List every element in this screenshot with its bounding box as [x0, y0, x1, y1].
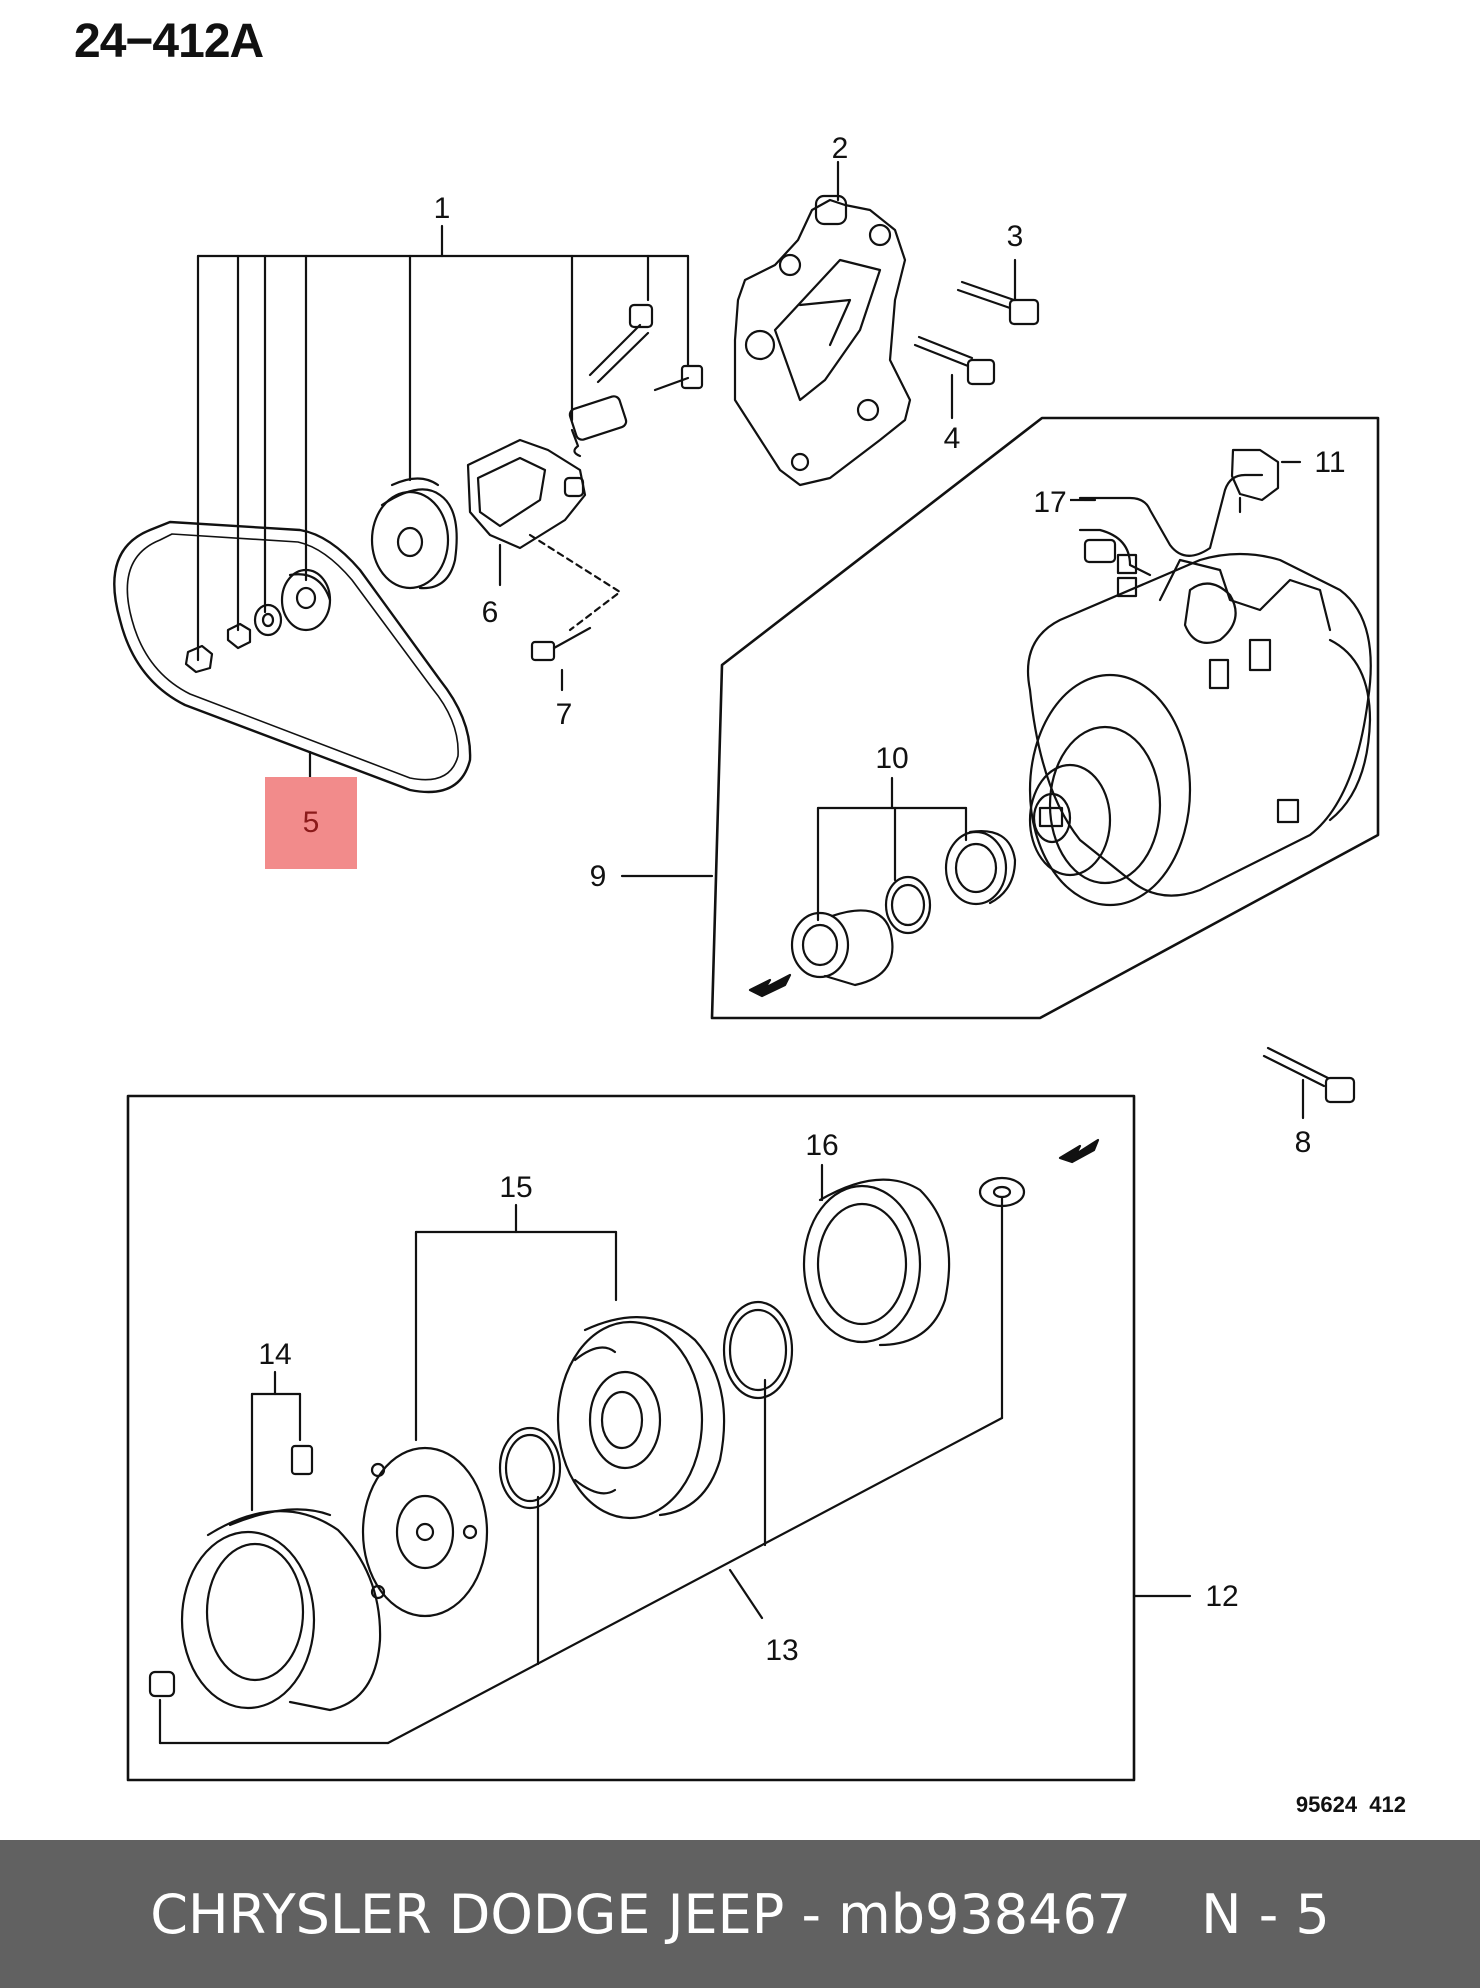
callout-9[interactable]: 9 [590, 860, 607, 893]
callout-1-leader [196, 224, 690, 662]
bolt-7 [530, 626, 592, 692]
bolt-8 [1262, 1046, 1356, 1120]
footer-bar: CHRYSLER DODGE JEEP - mb938467 N - 5 [0, 1840, 1480, 1988]
compressor-bracket [733, 160, 912, 487]
compressor-panel [620, 416, 1380, 1020]
belt-hardware [184, 568, 332, 674]
callout-2[interactable]: 2 [832, 132, 849, 165]
callout-8[interactable]: 8 [1295, 1126, 1312, 1159]
callout-15-leader [414, 1203, 618, 1442]
snap-ring-small [498, 1426, 562, 1510]
callout-3[interactable]: 3 [1007, 220, 1024, 253]
clutch-coil-housing [802, 1178, 951, 1347]
bolt-4 [913, 335, 996, 420]
footer-brand-part-number: CHRYSLER DODGE JEEP - mb938467 [150, 1882, 1132, 1946]
callout-10[interactable]: 10 [875, 742, 908, 775]
callout-1[interactable]: 1 [434, 192, 451, 225]
armature-plate [361, 1446, 489, 1618]
footer-page-label: N - 5 [1201, 1882, 1330, 1946]
callout-15[interactable]: 15 [499, 1171, 532, 1204]
clutch-panel [126, 1094, 1192, 1782]
rotor-pulley [556, 1316, 726, 1520]
highlight-box-part-5 [265, 777, 357, 869]
callout-14[interactable]: 14 [258, 1338, 291, 1371]
callout-13[interactable]: 13 [765, 1634, 798, 1667]
idler-pulley [370, 477, 458, 590]
v-belt [113, 520, 472, 794]
direction-arrow-lower [1058, 1138, 1100, 1164]
callout-11[interactable]: 11 [1314, 446, 1345, 479]
bolt-3 [956, 258, 1040, 326]
tensioner-bolt [568, 395, 628, 458]
direction-arrow-upper [748, 973, 792, 998]
diagram-reference-code: 95624 412 [1295, 1792, 1406, 1817]
callout-4[interactable]: 4 [944, 422, 961, 455]
top-bolts [588, 303, 704, 392]
callout-7[interactable]: 7 [556, 698, 573, 731]
callout-17[interactable]: 17 [1033, 486, 1066, 519]
callout-6[interactable]: 6 [482, 596, 499, 629]
parts-diagram: 5 1 2 3 4 6 7 8 9 10 11 12 13 14 15 16 1… [113, 132, 1380, 1782]
shaft-seal-parts [790, 830, 1017, 987]
snap-ring-large [722, 1300, 794, 1400]
callout-14-leader [250, 1370, 302, 1512]
callout-16[interactable]: 16 [805, 1129, 838, 1162]
tensioner-bracket [466, 438, 622, 632]
field-coil [148, 1444, 382, 1712]
callout-13-leader [158, 1196, 1004, 1745]
pressure-switch-harness [1078, 448, 1302, 598]
ac-compressor [1026, 552, 1372, 907]
shim-washer [978, 1176, 1026, 1208]
highlight-label: 5 [303, 806, 320, 839]
callout-12[interactable]: 12 [1205, 1580, 1238, 1613]
page-title: 24−412A [74, 15, 264, 68]
